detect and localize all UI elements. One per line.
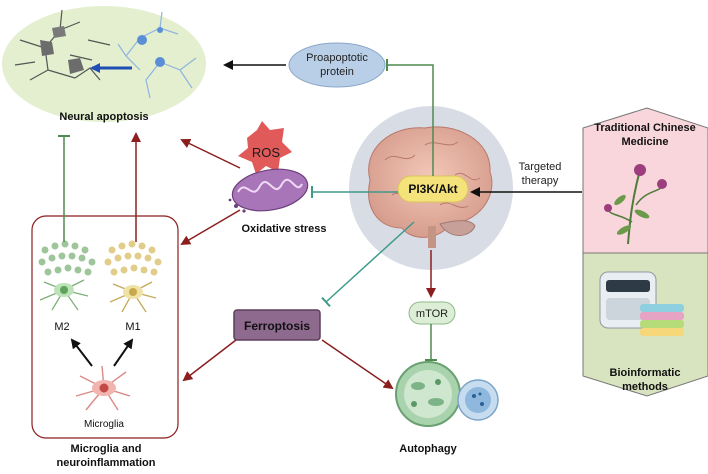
tcm-label-line1: Traditional Chinese — [594, 122, 695, 134]
m1-cell-icon — [104, 240, 162, 313]
neural-apoptosis-panel: Neural apoptosis — [2, 6, 206, 123]
neural-apoptosis-label: Neural apoptosis — [59, 111, 148, 123]
arrow-microglia-to-m1 — [113, 338, 134, 367]
bio-label-line2: methods — [622, 381, 668, 393]
proapoptotic-label-line2: protein — [320, 66, 354, 78]
mitochondrion-icon — [228, 168, 309, 213]
microglia-label: Microglia — [84, 419, 124, 430]
bio-label-line1: Bioinformatic — [610, 367, 681, 379]
apoptosis-background — [2, 6, 206, 122]
m2-cell-icon — [38, 240, 96, 311]
mtor-node: mTOR — [408, 301, 456, 325]
ferroptosis-node: Ferroptosis — [233, 309, 321, 341]
inhibit-pi3k-to-proapoptotic — [386, 59, 434, 176]
targeted-label-line1: Targeted — [519, 161, 562, 173]
arrow-microglia-to-m2 — [70, 338, 93, 367]
proapoptotic-protein-node: Proapoptotic protein — [288, 42, 386, 88]
ros-label: ROS — [252, 145, 281, 160]
proapoptotic-label-line1: Proapoptotic — [306, 52, 368, 64]
oxidative-stress-label: Oxidative stress — [242, 223, 327, 235]
m1-label: M1 — [125, 321, 140, 333]
sequencer-icon — [599, 271, 684, 336]
m2-label: M2 — [54, 321, 69, 333]
tcm-label-line2: Medicine — [621, 136, 668, 148]
arrow-ferroptosis-to-autophagy — [321, 339, 394, 390]
microglia-title-line1: Microglia and — [71, 443, 142, 455]
microglia-title-line2: neuroinflammation — [56, 457, 155, 469]
ferroptosis-label: Ferroptosis — [244, 319, 310, 333]
pi3k-akt-label: PI3K/Akt — [408, 182, 457, 196]
mtor-label: mTOR — [416, 308, 448, 320]
autophagy-label: Autophagy — [399, 443, 457, 455]
pi3k-akt-panel: PI3K/Akt — [349, 106, 513, 270]
arrow-oxidative-to-microglia — [180, 209, 241, 246]
tcm-panel — [582, 107, 708, 254]
microglia-cell-icon — [75, 365, 131, 411]
ros-burst — [238, 121, 292, 174]
inhibit-pi3k-to-ferroptosis — [321, 221, 415, 308]
oxidative-stress-node: ROS Oxidative stress — [228, 121, 327, 235]
microglia-panel: M2 M1 Microglia — [31, 215, 179, 439]
neuron-cluster-icon — [14, 9, 197, 99]
therapy-panel: Traditional Chinese Medicine Bioinformat… — [582, 107, 708, 397]
herb-icon — [604, 164, 667, 245]
arrow-oxidative-to-apoptosis — [180, 138, 241, 169]
autophagosome-icon — [395, 361, 499, 427]
arrow-ferroptosis-to-microglia — [182, 339, 237, 382]
targeted-label-line2: therapy — [522, 175, 559, 187]
